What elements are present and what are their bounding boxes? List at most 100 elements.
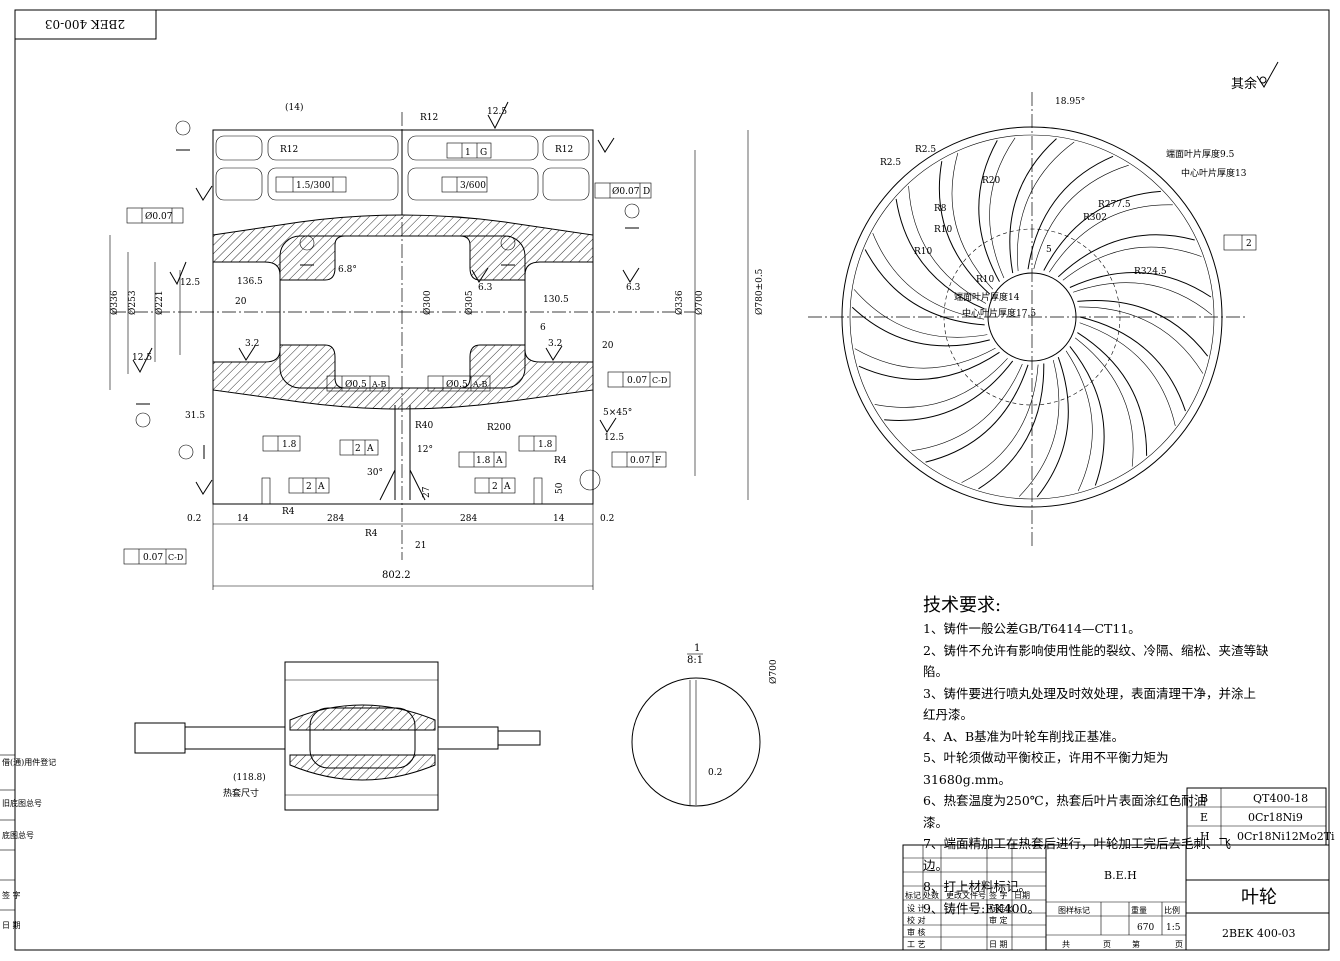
svg-text:0.07: 0.07 xyxy=(630,456,650,466)
svg-text:Ø0.07: Ø0.07 xyxy=(612,186,640,197)
dim-20-b: 20 xyxy=(602,341,614,351)
datum-d xyxy=(500,235,516,266)
impeller-outer-rim xyxy=(841,126,1223,508)
tb-header-date: 日期 xyxy=(1014,891,1030,900)
impeller-side-view: 18.95° R2.5 R2.5 R20 R8 R10 R10 R10 R277… xyxy=(808,92,1257,548)
tb-process: 工 艺 xyxy=(907,940,926,949)
dim-27: 27 xyxy=(422,486,432,498)
svg-text:12.5: 12.5 xyxy=(487,107,507,117)
impeller-blade xyxy=(1009,138,1057,274)
impeller-hub-bore xyxy=(987,272,1077,362)
dim-5: 5 xyxy=(1046,245,1052,255)
tb-standard: 标准化 xyxy=(989,903,1013,913)
svg-text:C-D: C-D xyxy=(168,553,183,562)
surface-note: 其余 xyxy=(1231,76,1257,92)
technical-requirements: 技术要求: 1、铸件一般公差GB/T6414—CT11。 2、铸件不允许有影响使… xyxy=(923,594,1268,919)
tb-total: 共 xyxy=(1062,940,1070,949)
dim-r10-b: R10 xyxy=(914,247,933,257)
svg-text:A: A xyxy=(366,444,374,454)
fcf-profile-left: 1.8 xyxy=(262,435,301,452)
dim-802-2: 802.2 xyxy=(382,570,411,581)
impeller-blade-edge xyxy=(854,347,996,369)
impeller-blade xyxy=(895,198,985,310)
impeller-blade xyxy=(938,161,991,295)
material-name-e: 0Cr18Ni9 xyxy=(1248,811,1303,824)
svg-text:1: 1 xyxy=(465,148,471,158)
svg-text:C-D: C-D xyxy=(652,376,667,385)
requirement-item: 6、热套温度为250℃，热套后叶片表面涂红色耐油漆。 xyxy=(923,793,1207,830)
dim-angle-6-8: 6.8° xyxy=(338,265,357,275)
impeller-blade xyxy=(1036,357,1069,498)
fcf-runout-a-2: 2 A xyxy=(288,477,330,494)
margin-label-4: 签 字 xyxy=(2,890,21,900)
svg-text:1.8: 1.8 xyxy=(282,440,297,450)
dim-angle-12: 12° xyxy=(417,445,433,455)
datum-b xyxy=(624,203,640,229)
svg-text:1.5/300: 1.5/300 xyxy=(296,181,331,191)
fit-label: 热套尺寸 xyxy=(223,787,259,799)
fcf-profile-a: 1.8 A xyxy=(458,451,507,468)
tb-sheet: 页 xyxy=(1103,940,1111,949)
dim-r2-5-b: R2.5 xyxy=(915,145,936,155)
dim-r20: R20 xyxy=(982,176,1001,186)
dim-d253: Ø253 xyxy=(127,290,138,315)
dim-r12-c: R12 xyxy=(555,145,573,155)
hub-lower-section xyxy=(212,344,594,410)
blade-thickness-end: 端面叶片厚度9.5 xyxy=(1166,148,1235,160)
dim-d300: Ø300 xyxy=(422,290,433,315)
impeller-blade xyxy=(851,306,990,347)
material-code-e: E xyxy=(1200,811,1208,824)
tb-part-name: 叶轮 xyxy=(1241,887,1277,908)
impeller-blade-edge xyxy=(1033,164,1129,270)
dim-14-a: 14 xyxy=(237,514,249,524)
tb-scale: 1:5 xyxy=(1166,923,1181,933)
fcf-runout-a-3: 2 A xyxy=(474,477,516,494)
fcf-runout-cd-right: 0.07 C-D xyxy=(607,371,671,388)
roughness-symbol-icon xyxy=(1256,61,1279,88)
dim-6: 6 xyxy=(540,323,546,333)
impeller-blade-edge xyxy=(908,185,987,304)
tb-drawing-no: 2BEK 400-03 xyxy=(1222,927,1296,940)
fcf-concentric-ab-left: Ø0.5 A-B xyxy=(326,375,390,392)
svg-text:3/600: 3/600 xyxy=(460,181,486,191)
dim-r10-c: R10 xyxy=(976,275,995,285)
main-section-view: (14) R12 R12 R12 136.5 20 20 6 130.5 31.… xyxy=(109,101,765,590)
tb-approve: 审 定 xyxy=(989,915,1008,925)
svg-text:A-B: A-B xyxy=(472,380,487,389)
impeller-blade-edge xyxy=(872,233,985,320)
dim-0-2-a: 0.2 xyxy=(187,514,201,524)
impeller-blade xyxy=(925,364,1029,463)
material-name-h: 0Cr18Ni12Mo2Ti xyxy=(1237,830,1335,843)
tb-date-row: 日 期 xyxy=(989,940,1008,949)
impeller-blade-edge xyxy=(951,152,994,290)
requirement-item: 5、叶轮须做动平衡校正，许用不平衡力矩为31680g.mm。 xyxy=(923,750,1169,787)
dim-chamfer: 5×45° xyxy=(603,408,632,418)
margin-label-5: 日 期 xyxy=(2,921,21,930)
dim-18-95: 18.95° xyxy=(1055,97,1085,107)
fcf-runout-a-1: 2 A xyxy=(339,439,379,456)
impeller-blade-edge xyxy=(1049,204,1173,273)
requirement-item: 2、铸件不允许有影响使用性能的裂纹、冷隔、缩松、夹渣等缺陷。 xyxy=(923,642,1269,680)
dim-r324-5: R324.5 xyxy=(1134,267,1167,277)
dim-14-b: 14 xyxy=(553,514,565,524)
stamp-box xyxy=(14,9,157,40)
requirement-item: 8、打上材料标记。 xyxy=(923,879,1031,894)
fcf-runout-d: Ø0.07 D xyxy=(594,182,652,199)
tb-material-mark: B.E.H xyxy=(1104,869,1137,882)
svg-text:Ø0.5: Ø0.5 xyxy=(446,379,468,390)
svg-text:A: A xyxy=(503,482,511,492)
impeller-blade xyxy=(1069,346,1105,486)
dim-angle-30: 30° xyxy=(367,468,383,478)
impeller-blades xyxy=(851,137,1213,498)
dim-d221: Ø221 xyxy=(154,290,165,315)
impeller-blade xyxy=(978,140,1000,282)
hub-upper-section xyxy=(212,214,594,281)
impeller-blade xyxy=(1027,155,1114,270)
tb-header-change: 更改文件号 xyxy=(946,890,986,900)
impeller-blade-edge xyxy=(961,364,1039,483)
fcf-runout-cd-bottom: 0.07 C-D xyxy=(123,548,187,565)
blade-envelope xyxy=(212,129,594,505)
dim-r4-b: R4 xyxy=(365,529,378,539)
svg-text:2: 2 xyxy=(492,482,498,492)
impeller-blade xyxy=(858,351,1000,380)
